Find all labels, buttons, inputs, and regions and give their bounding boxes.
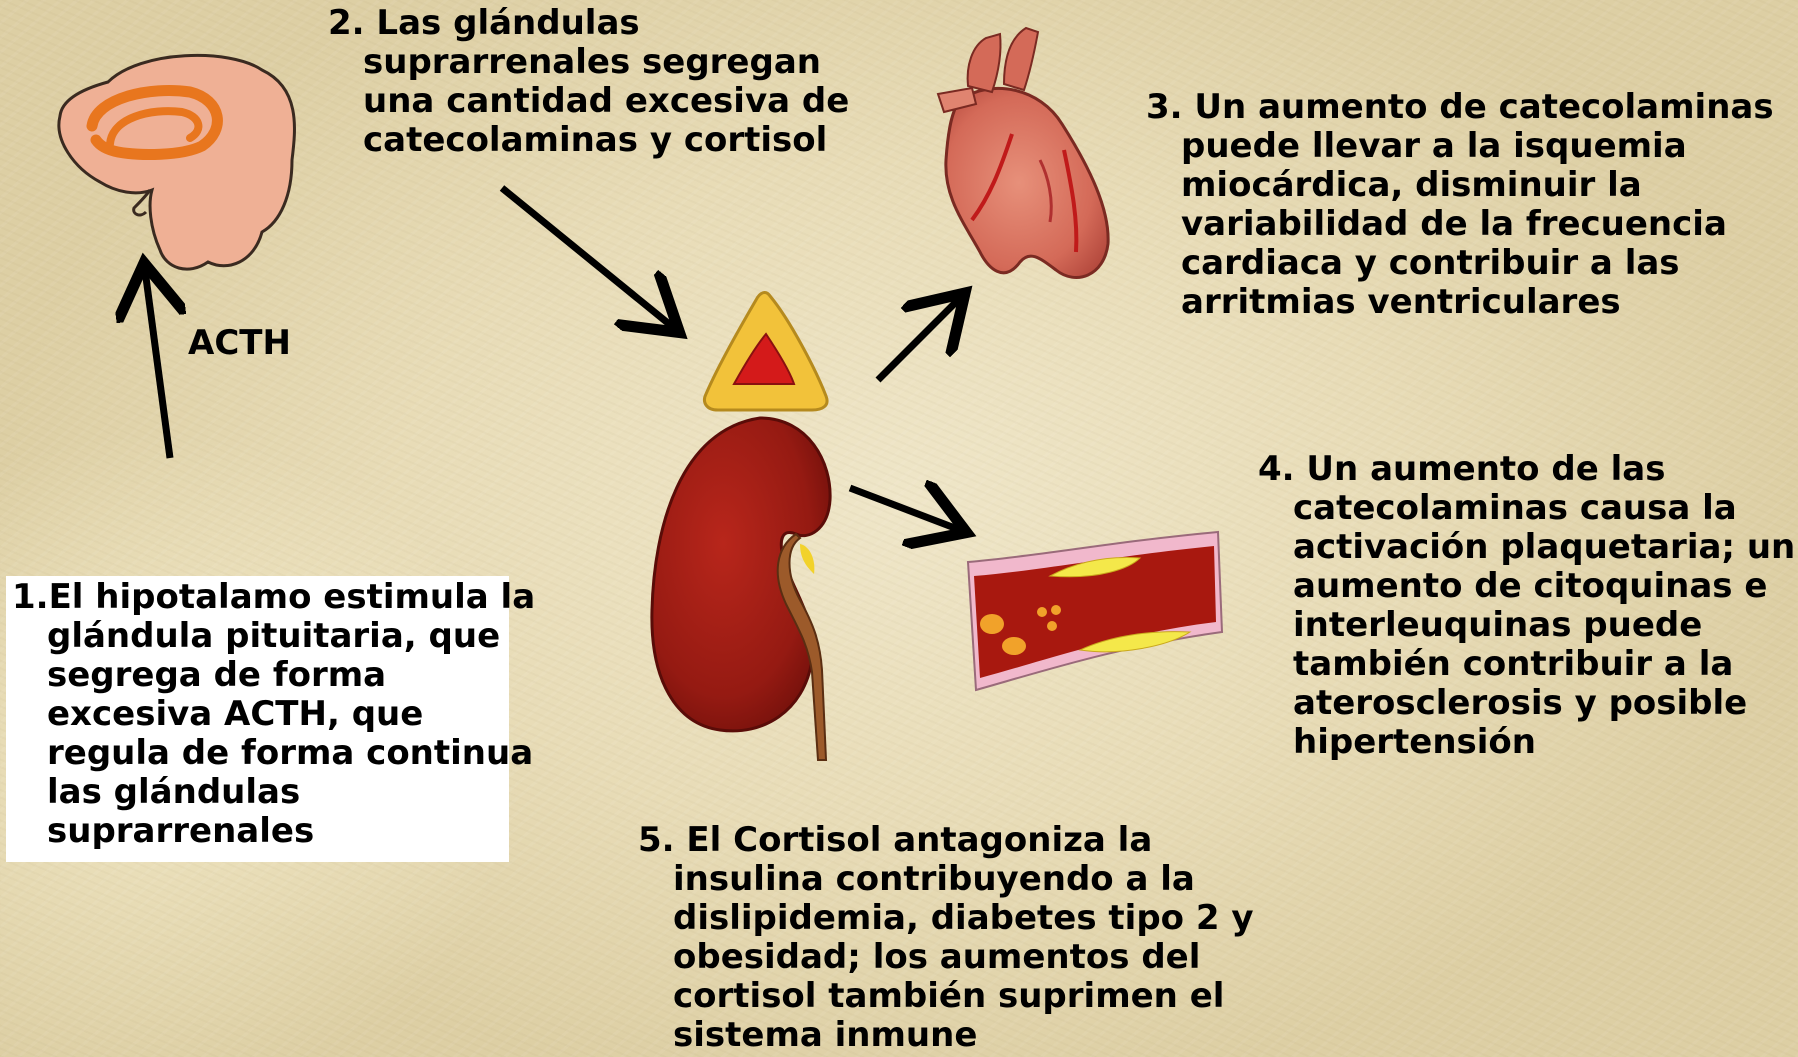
step-1-text: 1.El hipotalamo estimula la glándula pit… [12,578,542,851]
step-5-body: El Cortisol antagoniza la insulina contr… [673,820,1254,1055]
blood-vessel-icon [966,530,1224,692]
step-2-number: 2. [328,3,365,43]
step-4-number: 4. [1258,449,1295,489]
step-3-number: 3. [1146,87,1183,127]
step-1-number: 1. [12,577,49,617]
step-1-background [6,576,509,862]
heart-icon [936,26,1110,279]
step-5-text: 5. El Cortisol antagoniza la insulina co… [638,821,1313,1055]
arrow-to-heart [875,298,960,383]
step-4-body: Un aumento de las catecolaminas causa la… [1293,449,1796,762]
step-4-text: 4. Un aumento de las catecolaminas causa… [1258,450,1798,762]
step-1-body: El hipotalamo estimula la glándula pitui… [47,577,536,851]
acth-arrow [145,270,170,459]
arrow-to-vessel [848,488,960,530]
step-3-text: 3. Un aumento de catecolaminas puede lle… [1146,88,1798,322]
step-3-body: Un aumento de catecolaminas puede llevar… [1181,87,1774,322]
arrow-to-adrenal [499,185,674,328]
kidney-icon [650,416,832,761]
acth-label: ACTH [188,323,291,363]
step-5-number: 5. [638,820,675,860]
step-2-body: Las glándulas suprarrenales segregan una… [363,3,850,160]
step-2-text: 2. Las glándulas suprarrenales segregan … [328,4,903,160]
brain-icon [57,53,296,271]
adrenal-gland-icon [703,291,829,412]
